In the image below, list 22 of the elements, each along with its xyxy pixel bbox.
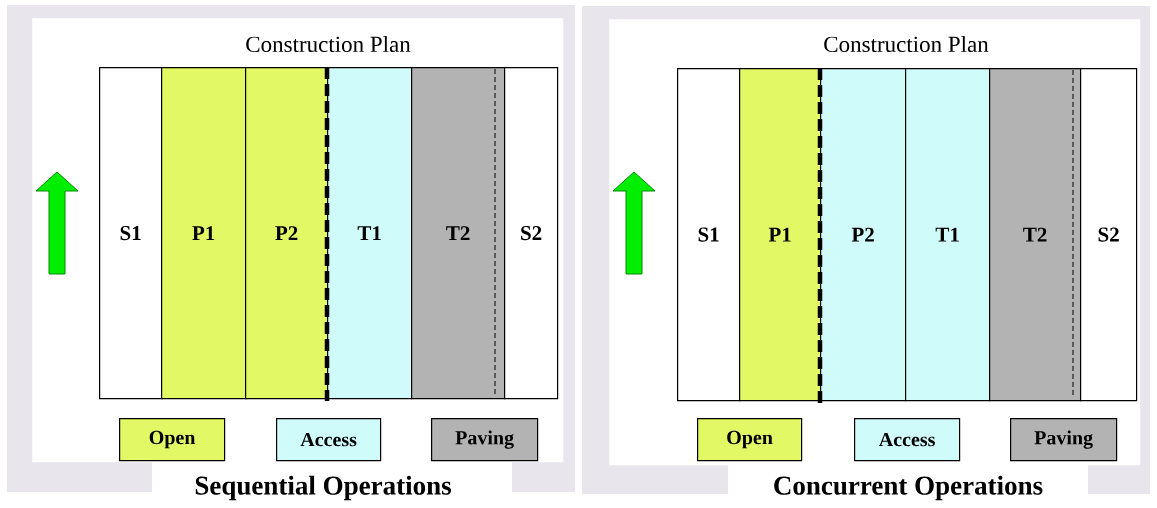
- plan-strip: T2: [411, 67, 506, 400]
- plan-strip: S1: [99, 67, 163, 400]
- plan-strip: S1: [677, 68, 741, 402]
- legend-item: Access: [854, 418, 961, 462]
- plan-title: Construction Plan: [824, 35, 989, 53]
- plan-strip: S2: [1080, 68, 1138, 402]
- legend-item: Open: [697, 418, 803, 462]
- caption: Sequential Operations: [195, 475, 451, 501]
- plan-strip: S2: [504, 67, 559, 400]
- legend-item: Paving: [1010, 418, 1118, 462]
- legend-item: Access: [276, 418, 382, 462]
- legend-item: Paving: [431, 418, 539, 462]
- caption: Concurrent Operations: [774, 475, 1043, 501]
- plan-strip: P2: [820, 68, 907, 402]
- plan-strip: P1: [739, 68, 822, 402]
- plan-title: Construction Plan: [246, 35, 411, 53]
- plan-strip: T1: [327, 67, 413, 400]
- plan-strip: P2: [245, 67, 329, 400]
- plan-strip: T2: [989, 68, 1082, 402]
- plan-strip: T1: [905, 68, 991, 402]
- plan-strip: P1: [161, 67, 247, 400]
- legend-item: Open: [119, 418, 226, 462]
